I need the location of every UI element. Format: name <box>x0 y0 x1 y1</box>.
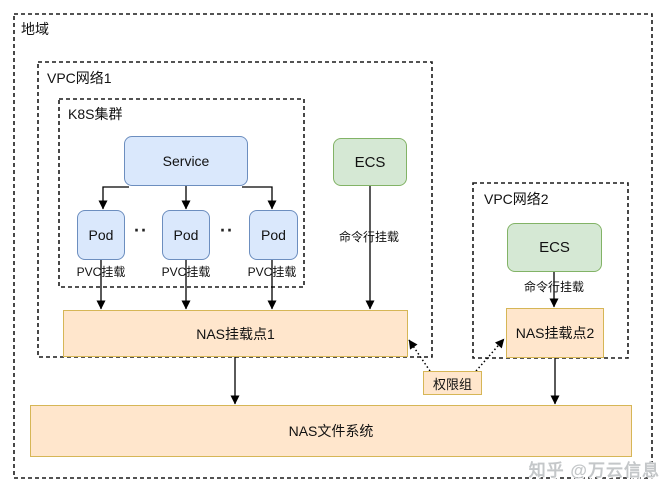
permission-group-label: 权限组 <box>432 376 472 392</box>
pod-ellipsis-1: ·· <box>134 220 148 241</box>
arrow-permission-to-nas2 <box>475 338 505 372</box>
nas-mount-point-2: NAS挂载点2 <box>506 308 604 358</box>
ecs1-node: ECS <box>333 138 407 186</box>
watermark: 知乎 @万云信息 <box>528 461 660 480</box>
region-label: 地域 <box>21 21 49 37</box>
pod1-node: Pod <box>77 210 125 260</box>
vpc1-label: VPC网络1 <box>47 70 112 86</box>
ecs2-node: ECS <box>507 223 602 272</box>
service-label: Service <box>162 153 210 169</box>
nas-file-system-label: NAS文件系统 <box>288 423 374 439</box>
ecs1-label: ECS <box>354 153 386 171</box>
permission-group-node: 权限组 <box>423 371 482 395</box>
service-node: Service <box>124 136 248 186</box>
k8s-cluster-boundary <box>58 98 305 288</box>
pod2-node: Pod <box>162 210 210 260</box>
pod1-label: Pod <box>88 227 114 243</box>
pvc-mount-label-1: PVC挂载 <box>76 265 126 279</box>
region-boundary <box>13 13 653 479</box>
vpc2-label: VPC网络2 <box>484 191 549 207</box>
pvc-mount-label-3: PVC挂载 <box>247 265 297 279</box>
vpc2-boundary <box>472 182 629 359</box>
nas-file-system-node: NAS文件系统 <box>30 405 632 457</box>
k8s-cluster-label: K8S集群 <box>68 106 123 122</box>
arrow-service-to-pod3 <box>242 186 277 210</box>
nas-mount-point-1-label: NAS挂载点1 <box>196 325 275 342</box>
pod3-node: Pod <box>249 210 298 260</box>
nas-mount-point-2-label: NAS挂载点2 <box>515 325 595 341</box>
ecs2-label: ECS <box>539 239 570 256</box>
arrow-service-to-pod1 <box>98 186 129 210</box>
pod3-label: Pod <box>261 227 286 243</box>
pod2-label: Pod <box>173 227 199 243</box>
pvc-mount-label-2: PVC挂载 <box>161 265 211 279</box>
cli-mount-label-2: 命令行挂载 <box>523 280 585 294</box>
cli-mount-label-1: 命令行挂载 <box>338 230 400 244</box>
pod-ellipsis-2: ·· <box>220 220 234 241</box>
nas-mount-point-1: NAS挂载点1 <box>63 310 408 357</box>
arrow-permission-to-nas1 <box>408 339 431 372</box>
